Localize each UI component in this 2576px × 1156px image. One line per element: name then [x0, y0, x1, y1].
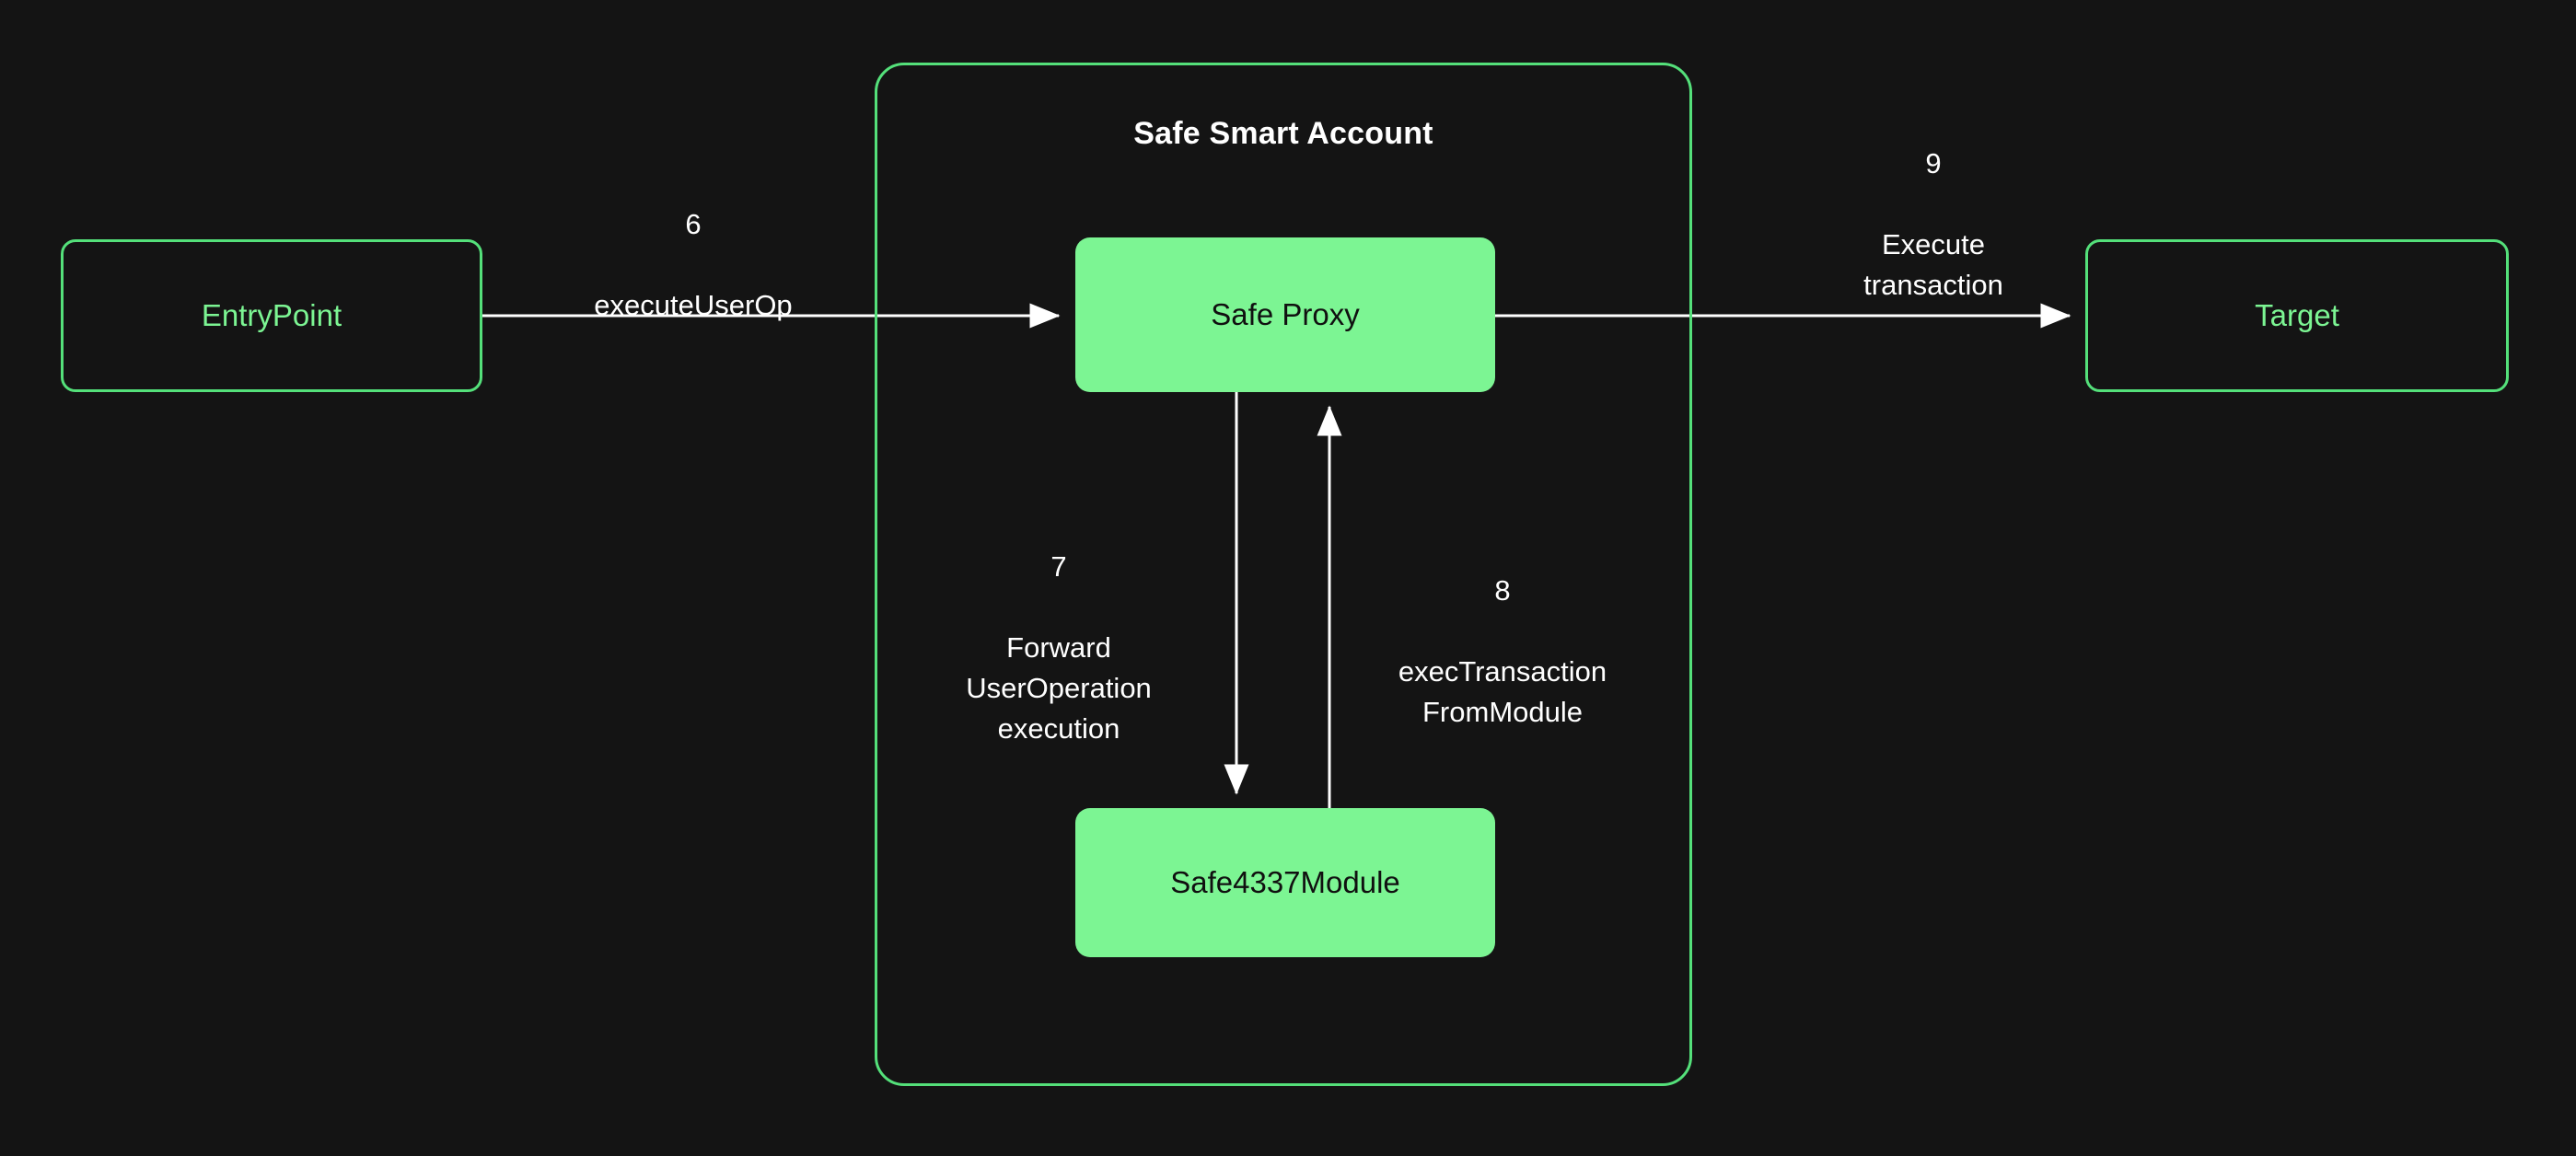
edge-7-text: Forward UserOperation execution [966, 631, 1152, 746]
edge-label-8: 8 execTransaction FromModule [1346, 530, 1659, 733]
edge-7-number: 7 [1050, 550, 1067, 584]
node-target[interactable]: Target [2085, 239, 2509, 392]
node-safe4337module-label: Safe4337Module [1170, 865, 1400, 900]
edge-label-7: 7 Forward UserOperation execution [921, 506, 1197, 749]
node-safe-proxy-label: Safe Proxy [1211, 297, 1360, 332]
edge-label-9: 9 Execute transaction [1768, 103, 2099, 306]
edge-6-number: 6 [685, 208, 702, 241]
edge-8-text: execTransaction FromModule [1398, 655, 1607, 729]
edge-8-number: 8 [1494, 574, 1511, 607]
safe-smart-account-title: Safe Smart Account [1133, 116, 1433, 151]
node-target-label: Target [2255, 298, 2339, 333]
node-entrypoint[interactable]: EntryPoint [61, 239, 482, 392]
node-safe-proxy[interactable]: Safe Proxy [1075, 237, 1495, 392]
edge-label-6: 6 executeUserOp [482, 164, 904, 326]
edge-9-text: Execute transaction [1863, 228, 2003, 302]
edge-9-number: 9 [1925, 147, 1942, 180]
node-entrypoint-label: EntryPoint [201, 298, 342, 333]
safe-smart-account-container [875, 63, 1692, 1086]
node-safe4337module[interactable]: Safe4337Module [1075, 808, 1495, 957]
edge-6-text: executeUserOp [594, 289, 793, 322]
